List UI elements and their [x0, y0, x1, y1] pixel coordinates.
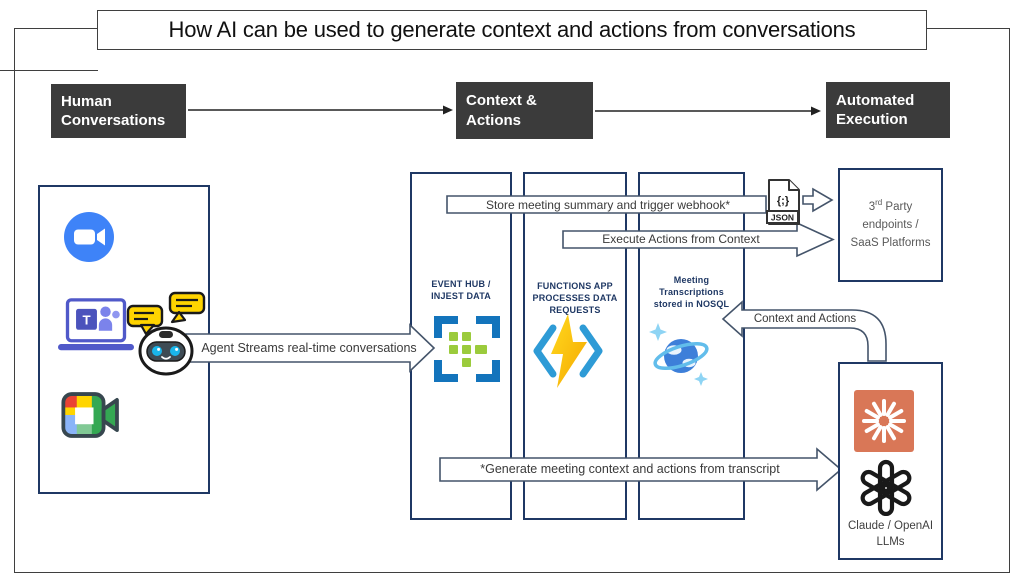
cosmos-db-icon	[649, 323, 709, 386]
json-file-icon: {;} JSON	[766, 179, 800, 225]
flow-label-agent-streams: Agent Streams real-time conversations	[201, 341, 417, 355]
column-label-event-hub: EVENT HUB / INJEST DATA	[431, 279, 491, 302]
claude-icon	[854, 390, 914, 452]
google-meet-icon	[61, 392, 119, 438]
column-label-functions: FUNCTIONS APP PROCESSES DATA REQUESTS	[532, 281, 618, 316]
stage-label: Context & Actions	[466, 92, 537, 129]
column-label-nosql: Meeting Transcriptions stored in NOSQL	[653, 275, 730, 310]
teams-icon: T	[58, 298, 134, 351]
json-label: JSON	[771, 213, 794, 223]
event-hub-icon	[434, 316, 500, 382]
openai-icon	[860, 459, 912, 516]
json-glyph: {;}	[777, 195, 790, 207]
flow-label-context-actions: Context and Actions	[753, 313, 857, 325]
third-party-endpoints-box: 3rd Party endpoints / SaaS Platforms	[838, 168, 943, 282]
zoom-icon	[64, 212, 114, 262]
connector-line-left	[0, 70, 98, 71]
agent-bot-icon	[126, 291, 206, 376]
svg-text:T: T	[82, 313, 90, 328]
stage-label: Automated Execution	[836, 91, 915, 129]
functions-icon	[533, 314, 603, 388]
flow-label-execute-actions: Execute Actions from Context	[602, 232, 760, 246]
third-party-label: 3rd Party endpoints / SaaS Platforms	[850, 198, 931, 249]
flow-label-generate-context: *Generate meeting context and actions fr…	[480, 462, 780, 476]
stage-label: Human Conversations	[61, 92, 166, 130]
stage-context-actions: Context & Actions	[456, 82, 593, 139]
flow-label-store-summary: Store meeting summary and trigger webhoo…	[485, 197, 731, 212]
diagram-title: How AI can be used to generate context a…	[97, 10, 927, 50]
stage-automated-execution: Automated Execution	[826, 82, 950, 138]
llm-label: Claude / OpenAI LLMs	[847, 520, 934, 548]
stage-human-conversations: Human Conversations	[51, 84, 186, 138]
